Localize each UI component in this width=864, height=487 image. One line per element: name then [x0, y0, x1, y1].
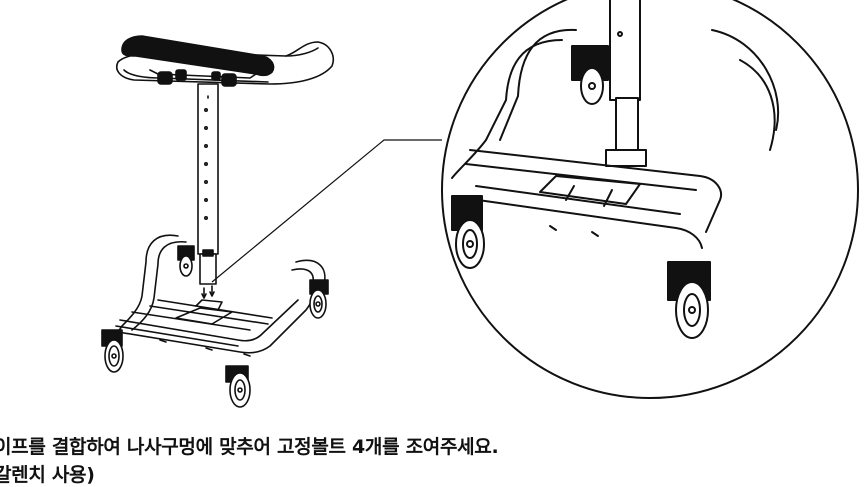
assembly-illustration [101, 0, 859, 408]
caster-rear-right [309, 279, 329, 319]
leader-line [211, 139, 442, 283]
clamp-knobs [157, 69, 237, 87]
vertical-post [197, 83, 219, 299]
instruction-line-1: 이프를 결합하여 나사구멍에 맞추어 고정볼트 4개를 조여주세요. [0, 436, 499, 458]
caster-rear-left [177, 245, 195, 277]
caster-front-right [225, 365, 251, 408]
walker-illustration [101, 35, 334, 408]
base-frame [115, 234, 326, 357]
instruction-line-2: 갈렌치 사용) [0, 464, 95, 486]
caster-front-left [101, 329, 124, 373]
detail-magnifier [441, 0, 859, 399]
handle-grip [121, 35, 275, 77]
